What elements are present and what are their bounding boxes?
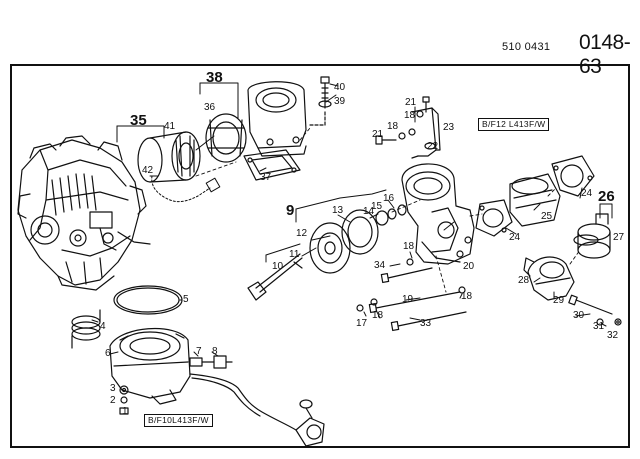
clamp-27: [573, 213, 611, 259]
leader-lines: [91, 82, 613, 357]
callout-21-a: 21: [372, 129, 384, 140]
callout-22: 22: [427, 141, 439, 152]
housing-6: [109, 327, 191, 405]
callout-4: 4: [100, 321, 106, 332]
callout-5: 5: [183, 294, 189, 305]
callout-7: 7: [196, 346, 202, 357]
callout-3: 3: [110, 383, 116, 394]
callout-28: 28: [518, 275, 530, 286]
callout-42: 42: [142, 165, 154, 176]
callout-18-d: 18: [387, 121, 399, 132]
callout-29: 29: [553, 295, 565, 306]
housing-20: [401, 163, 475, 265]
callout-15: 15: [371, 201, 383, 212]
o-ring-5: [113, 285, 183, 315]
callout-18-e: 18: [404, 110, 416, 121]
callout-39: 39: [334, 96, 346, 107]
callout-18-c: 18: [372, 310, 384, 321]
callout-14: 14: [363, 206, 375, 217]
air-filter-41: [137, 131, 201, 183]
callout-26: 26: [598, 188, 615, 205]
callout-10: 10: [272, 261, 284, 272]
callout-32: 32: [607, 330, 619, 341]
callout-13: 13: [332, 205, 344, 216]
callout-1: 1: [122, 406, 128, 417]
callout-24-a: 24: [509, 232, 521, 243]
callout-18-a: 18: [403, 241, 415, 252]
assembly-guides: [195, 127, 581, 293]
wiring-harness: [189, 373, 325, 447]
callout-41: 41: [164, 121, 176, 132]
variant-label-lower: B/F10L413F/W: [144, 414, 213, 427]
clip-4: [71, 309, 101, 349]
callout-37: 37: [260, 172, 272, 183]
callout-24-b: 24: [581, 188, 593, 199]
bolt-30: [568, 294, 622, 326]
callout-21-b: 21: [405, 97, 417, 108]
callout-11: 11: [289, 249, 300, 260]
chain-42: [151, 175, 221, 203]
bracket-23: [375, 96, 441, 159]
sensor-7-8: [189, 355, 233, 369]
callout-38: 38: [206, 69, 223, 86]
callout-6: 6: [105, 348, 111, 359]
callout-31: 31: [593, 321, 605, 332]
callout-23: 23: [443, 122, 455, 133]
gasket-24-right: [551, 155, 595, 197]
bolt-40: [309, 76, 332, 126]
diagram-frame: [10, 64, 630, 448]
callout-34: 34: [374, 260, 386, 271]
fan-wheel-9: [247, 204, 407, 301]
variant-label-upper: B/F12 L413F/W: [478, 118, 550, 131]
callout-18-b: 18: [461, 291, 473, 302]
callout-30: 30: [573, 310, 585, 321]
callout-27: 27: [613, 232, 625, 243]
callout-25: 25: [541, 211, 553, 222]
callout-19: 19: [402, 294, 414, 305]
callout-17: 17: [356, 318, 368, 329]
callout-40: 40: [334, 82, 346, 93]
callout-33: 33: [420, 318, 432, 329]
callout-35: 35: [130, 112, 147, 129]
callout-9: 9: [286, 202, 295, 219]
gasket-24-left: [475, 199, 513, 237]
housing-38: [247, 81, 307, 157]
small-parts-1-3: [119, 385, 129, 415]
reference-number: 510 0431: [502, 41, 551, 53]
pipe-29: [523, 256, 575, 301]
engine-illustration: [17, 135, 151, 291]
gasket-37: [243, 149, 301, 181]
callout-12: 12: [296, 228, 308, 239]
page-number: 0148-63: [579, 31, 631, 78]
callout-2: 2: [110, 395, 116, 406]
callout-20: 20: [463, 261, 475, 272]
callout-36: 36: [204, 102, 216, 113]
callout-8: 8: [212, 346, 218, 357]
elbow-25: [509, 173, 561, 227]
long-bolts: [356, 258, 467, 332]
callout-16: 16: [383, 193, 395, 204]
